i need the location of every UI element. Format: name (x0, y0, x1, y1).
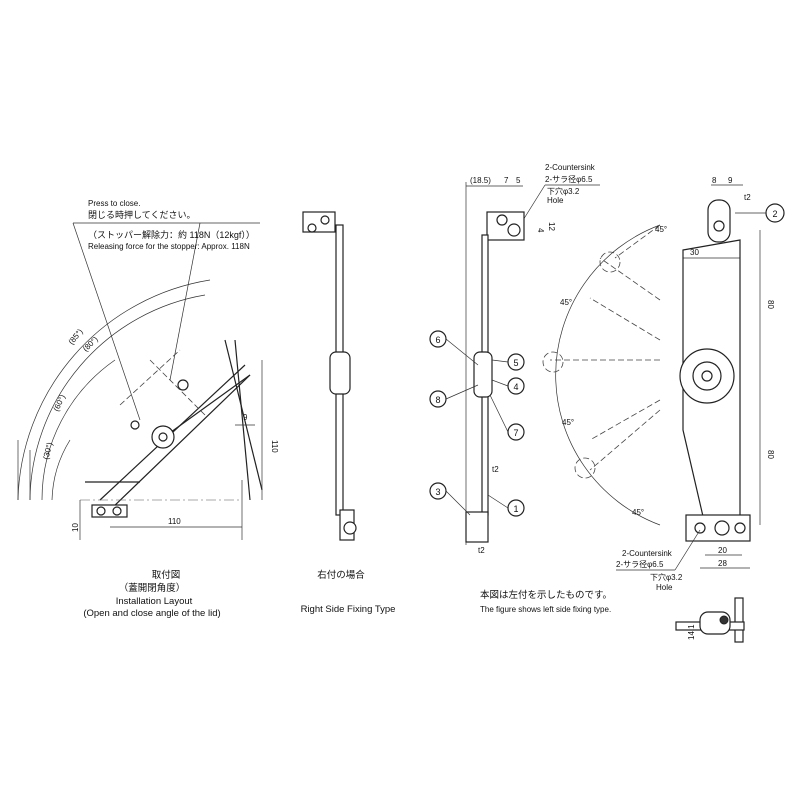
pivot-joint (473, 351, 493, 398)
side-view: (18.5) 7 5 2-Countersink 2-サラ径φ6.5 下穴φ3.… (429, 163, 612, 614)
dim-12: 12 (547, 222, 556, 231)
right-side-view: 右付の場合 Right Side Fixing Type (301, 211, 396, 615)
dim-t2-a: t2 (492, 465, 499, 474)
caption-en: The figure shows left side fixing type. (480, 605, 611, 614)
balloon-8: 8 (435, 395, 440, 405)
note-release-en: Releasing force for the stopper: Approx.… (88, 242, 250, 251)
pivot-joint (329, 351, 351, 395)
dim-18-5: (18.5) (470, 176, 491, 185)
dim-8: 8 (712, 176, 717, 185)
angle-45-b: 45° (560, 298, 572, 307)
dim-t2-b: t2 (478, 546, 485, 555)
caption-en: Right Side Fixing Type (301, 604, 396, 615)
balloon-4: 4 (513, 382, 518, 392)
dim-80-upper: 80 (766, 300, 775, 309)
angle-30: (30°) (41, 441, 54, 460)
dim-9: 9 (243, 413, 248, 422)
angle-arc-85 (17, 279, 211, 501)
leader-line (169, 222, 201, 381)
balloon-2: 2 (772, 209, 777, 219)
leader-line (72, 222, 141, 421)
end-view: 14.1 (675, 597, 745, 643)
hole-jp: 下穴φ3.2 (547, 186, 580, 196)
angle-80: (80°) (81, 334, 100, 353)
dim-110-vertical: 110 (270, 440, 279, 453)
caption-jp: 本図は左付を示したものです。 (480, 589, 612, 601)
dim-14-1: 14.1 (687, 624, 696, 640)
caption-en-2: (Open and close angle of the lid) (83, 608, 220, 619)
countersink-en: 2-Countersink (545, 163, 596, 172)
angle-arc-30 (51, 439, 71, 501)
note-release-jp: （ストッパー解除力：約 118N（12kgf）） (88, 229, 255, 240)
dim-9: 9 (728, 176, 733, 185)
dim-110-horizontal: 110 (168, 517, 181, 526)
front-view: 45° 45° 45° 45° 8 9 t2 2 30 80 80 20 28 … (542, 176, 785, 643)
dim-t2: t2 (744, 193, 751, 202)
balloon-6: 6 (435, 335, 440, 345)
angle-60: (60°) (52, 393, 68, 413)
balloon-7: 7 (513, 428, 518, 438)
hole-en: Hole (547, 196, 564, 205)
dim-7: 7 (504, 176, 509, 185)
angle-45-d: 45° (632, 508, 644, 517)
balloon-5: 5 (513, 358, 518, 368)
hole-en: Hole (656, 583, 673, 592)
caption-jp: 右付の場合 (317, 569, 365, 581)
angle-85: (85°) (67, 327, 85, 346)
dim-30: 30 (690, 248, 699, 257)
dim-4: 4 (536, 228, 545, 233)
link-arm (159, 374, 251, 441)
installation-layout: Press to close. 閉じる時押してください。 （ストッパー解除力：約… (17, 199, 279, 619)
caption-jp-1: 取付図 (152, 570, 181, 581)
countersink-en: 2-Countersink (622, 549, 673, 558)
countersink-jp: 2-サラ径φ6.5 (545, 174, 593, 184)
caption-en-1: Installation Layout (116, 596, 193, 607)
dim-80-lower: 80 (766, 450, 775, 459)
dim-20: 20 (718, 546, 727, 555)
angle-45-a: 45° (655, 225, 667, 234)
balloon-3: 3 (435, 487, 440, 497)
bottom-bracket (465, 511, 489, 543)
dim-10: 10 (71, 523, 80, 532)
lid-panel (224, 339, 263, 491)
caption-jp-2: （蓋開閉角度） (119, 582, 186, 594)
angle-arc-60 (41, 359, 116, 501)
balloon-1: 1 (513, 504, 518, 514)
hole-jp: 下穴φ3.2 (650, 572, 683, 582)
dim-5: 5 (516, 176, 521, 185)
balloons: 1 3 4 5 6 7 8 (429, 330, 525, 517)
swing-arc (555, 224, 661, 526)
dim-28: 28 (718, 559, 727, 568)
angle-arc-80 (29, 294, 206, 501)
angle-45-c: 45° (562, 418, 574, 427)
countersink-jp: 2-サラ径φ6.5 (616, 559, 664, 569)
note-press-close-jp: 閉じる時押してください。 (88, 209, 195, 220)
note-press-close-en: Press to close. (88, 199, 140, 208)
